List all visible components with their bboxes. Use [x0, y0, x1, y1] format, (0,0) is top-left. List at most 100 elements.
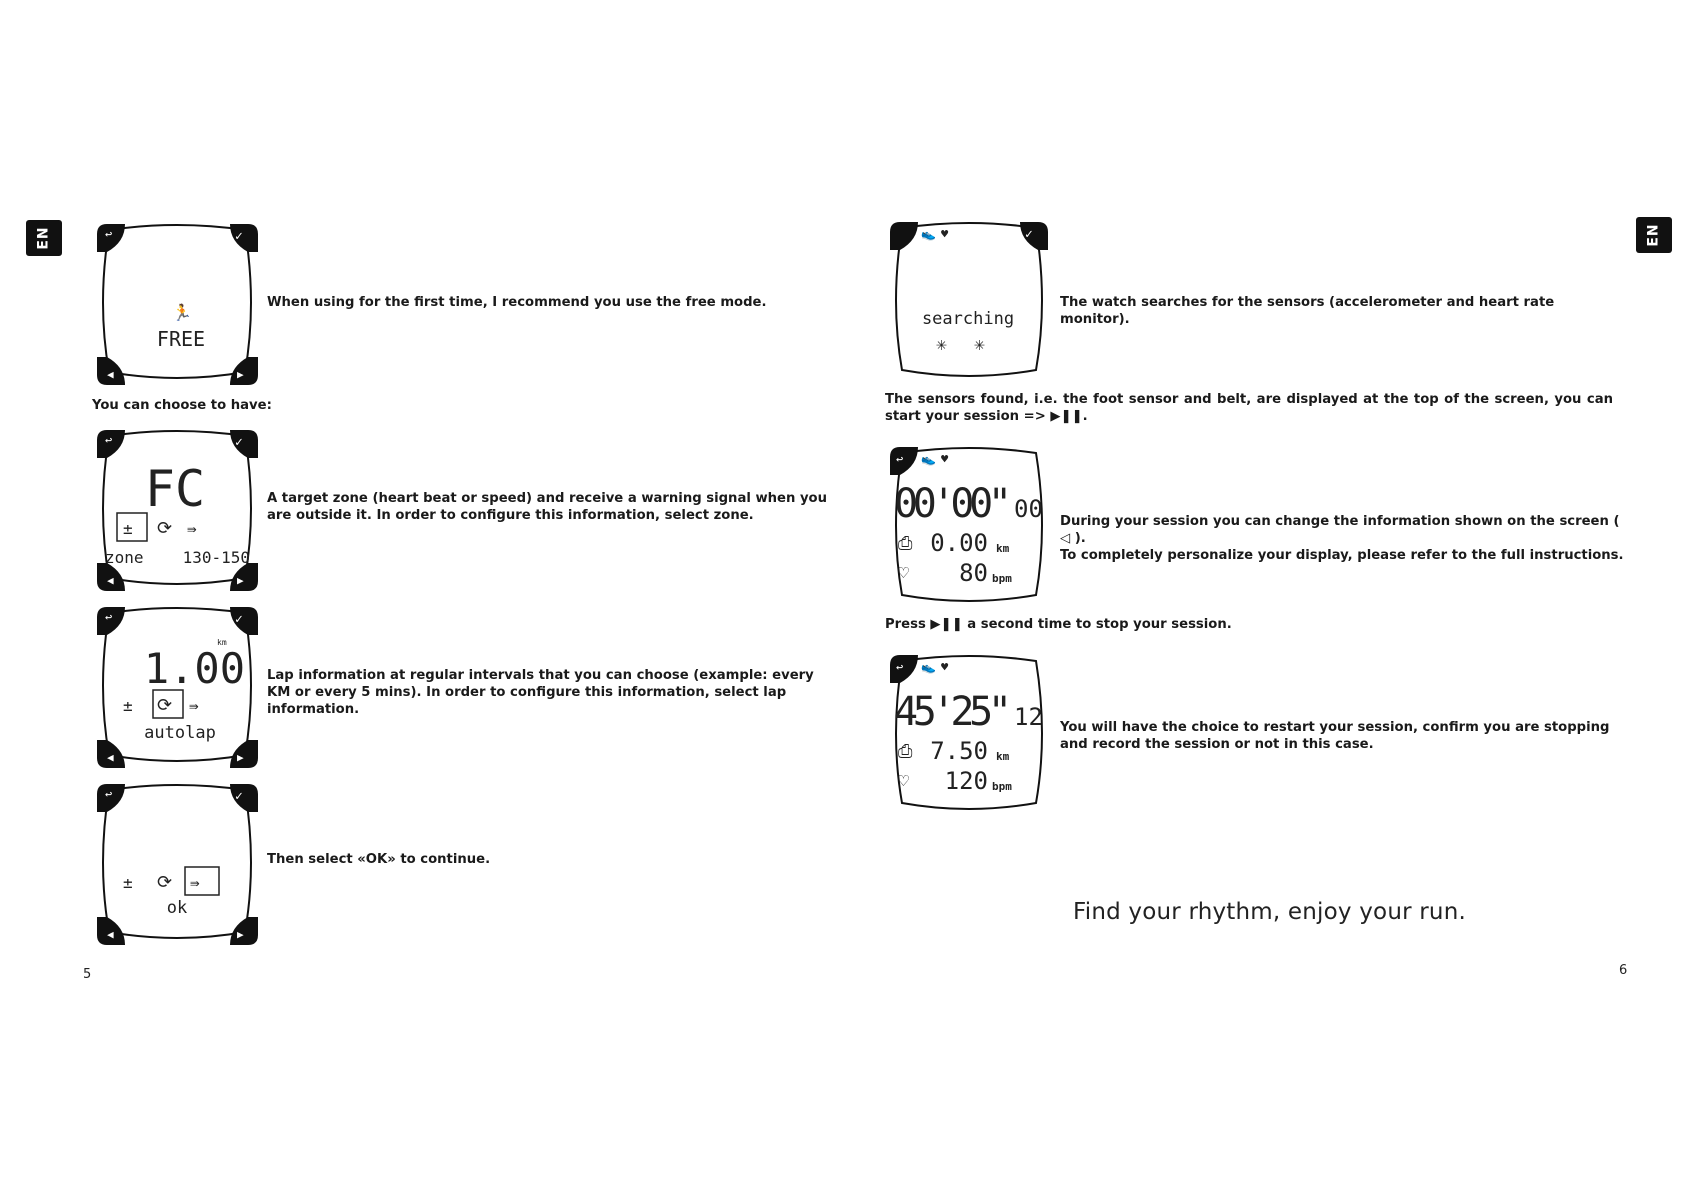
watch-screen-searching: ✓ 👟 ♥ searching ✳ ✳	[890, 222, 1048, 377]
sensors-found-text: The sensors found, i.e. the foot sensor …	[885, 391, 1613, 425]
watch-screen-ok: ↩ ✓ ◀ ▶ ± ⟳ ⇛ ok	[97, 784, 258, 945]
sensors-found-text-part: The sensors found, i.e. the foot sensor …	[885, 392, 1613, 424]
svg-text:◀: ◀	[107, 928, 114, 941]
confirm-button-icon	[230, 224, 258, 252]
stop-text: You will have the choice to restart your…	[1060, 720, 1610, 752]
svg-text:◀: ◀	[107, 751, 114, 764]
heart-outline-icon: ♡	[898, 771, 909, 792]
watch-screen-autolap: ↩ ✓ ◀ ▶ km 1.00 ± ⟳ ⇛ autolap	[97, 607, 258, 768]
press-text-part: Press	[885, 617, 926, 632]
screen-label: FREE	[157, 327, 205, 351]
screen-label: searching	[922, 309, 1014, 329]
screen-switch-icon: ◁	[1060, 531, 1071, 546]
stop-distance: 7.50	[930, 737, 988, 765]
svg-text:↩: ↩	[896, 452, 903, 466]
press-text-end: a second time to stop your session.	[967, 617, 1232, 632]
svg-text:✓: ✓	[1025, 227, 1033, 242]
stop-time-hundredths: 12	[1014, 703, 1043, 731]
screen-unit-label: km	[217, 638, 227, 647]
step-zone-text: A target zone (heart beat or speed) and …	[267, 491, 827, 523]
heart-icon: ♥	[941, 452, 949, 466]
stop-distance-unit: km	[996, 750, 1010, 763]
session-time-hundredths: 00	[1014, 495, 1043, 523]
session-heart-unit: bpm	[992, 572, 1012, 585]
press-text: Press ▶❚❚ a second time to stop your ses…	[885, 616, 1232, 633]
search-text: The watch searches for the sensors (acce…	[1060, 295, 1555, 327]
language-tab-label: EN	[1646, 223, 1662, 247]
lap-icon: ⟳	[157, 518, 172, 539]
watch-screen-session: ↩ 👟 ♥ 00'00" 00 ⎙ 0.00 km ♡ 80 bpm	[890, 447, 1043, 602]
language-tab-label: EN	[36, 226, 52, 250]
continue-arrow-icon: ⇛	[190, 873, 200, 892]
lap-icon: ⟳	[157, 695, 172, 716]
svg-text:✓: ✓	[235, 229, 243, 244]
session-time: 00'00"	[894, 481, 1012, 527]
session-text-line-2: To completely personalize your display, …	[1060, 548, 1624, 563]
step-autolap-text: Lap information at regular intervals tha…	[267, 668, 814, 717]
page-number-left: 5	[83, 967, 92, 982]
stop-heart-rate: 120	[945, 767, 988, 795]
step-free-text: When using for the first time, I recomme…	[267, 295, 767, 310]
session-text-end: ).	[1074, 531, 1086, 546]
zone-icon: ±	[123, 519, 133, 538]
watch-screen-free: ↩ ✓ ◀ ▶ 🏃 FREE	[97, 224, 258, 385]
svg-text:◀: ◀	[107, 368, 114, 381]
screen-big-value: FC	[145, 460, 205, 518]
session-text-line-1: During your session you can change the i…	[1060, 513, 1630, 547]
lap-counter-icon: ⎙	[898, 741, 913, 762]
stop-heart-unit: bpm	[992, 780, 1012, 793]
loading-icon: ✳	[974, 334, 985, 355]
sensors-found-text-end: .	[1082, 409, 1088, 424]
svg-text:↩: ↩	[105, 610, 112, 624]
continue-arrow-icon: ⇛	[189, 696, 199, 715]
stop-time: 45'25"	[894, 689, 1012, 735]
session-heart-rate: 80	[959, 559, 988, 587]
heart-icon: ♥	[941, 227, 949, 241]
session-distance-unit: km	[996, 542, 1010, 555]
session-text-part: During your session you can change the i…	[1060, 514, 1620, 529]
svg-text:✓: ✓	[235, 612, 243, 627]
foot-sensor-icon: 👟	[921, 227, 936, 241]
loading-icon: ✳	[936, 334, 947, 355]
svg-text:▶: ▶	[237, 928, 244, 941]
screen-right-label: 130-150	[183, 548, 250, 567]
svg-text:◀: ◀	[107, 574, 114, 587]
slogan: Find your rhythm, enjoy your run.	[1073, 899, 1466, 925]
watch-screen-zone: ↩ ✓ ◀ ▶ FC ± ⟳ ⇛ zone 130-150	[97, 430, 258, 591]
lap-icon: ⟳	[157, 872, 172, 893]
svg-text:↩: ↩	[105, 433, 112, 447]
svg-text:✓: ✓	[235, 435, 243, 450]
screen-label: autolap	[144, 723, 216, 743]
screen-label: ok	[167, 898, 187, 918]
continue-arrow-icon: ⇛	[187, 519, 197, 538]
play-pause-icon: ▶❚❚	[1050, 409, 1083, 424]
down-button-icon	[97, 357, 125, 385]
heart-outline-icon: ♡	[898, 563, 909, 584]
language-tab-left: EN	[26, 220, 62, 256]
session-text: During your session you can change the i…	[1060, 513, 1630, 564]
svg-text:▶: ▶	[237, 574, 244, 587]
step-ok-text: Then select «OK» to continue.	[267, 852, 491, 867]
svg-text:↩: ↩	[105, 227, 112, 241]
foot-sensor-icon: 👟	[921, 452, 936, 466]
back-button-icon	[97, 224, 125, 252]
language-tab-right: EN	[1636, 217, 1672, 253]
svg-text:✓: ✓	[235, 789, 243, 804]
zone-icon: ±	[123, 873, 133, 892]
watch-screen-stop: ↩ 👟 ♥ 45'25" 12 ⎙ 7.50 km ♡ 120 bpm	[890, 655, 1043, 810]
svg-text:▶: ▶	[237, 751, 244, 764]
lap-counter-icon: ⎙	[898, 533, 913, 554]
heart-icon: ♥	[941, 660, 949, 674]
runner-icon: 🏃	[172, 303, 192, 322]
up-button-icon	[230, 357, 258, 385]
play-pause-icon: ▶❚❚	[930, 617, 963, 632]
zone-icon: ±	[123, 696, 133, 715]
session-distance: 0.00	[930, 529, 988, 557]
page-number-right: 6	[1619, 963, 1628, 978]
svg-text:↩: ↩	[896, 660, 903, 674]
screen-big-value: 1.00	[144, 644, 245, 693]
svg-text:↩: ↩	[105, 787, 112, 801]
foot-sensor-icon: 👟	[921, 660, 936, 674]
svg-text:▶: ▶	[237, 368, 244, 381]
choose-heading: You can choose to have:	[92, 398, 272, 413]
